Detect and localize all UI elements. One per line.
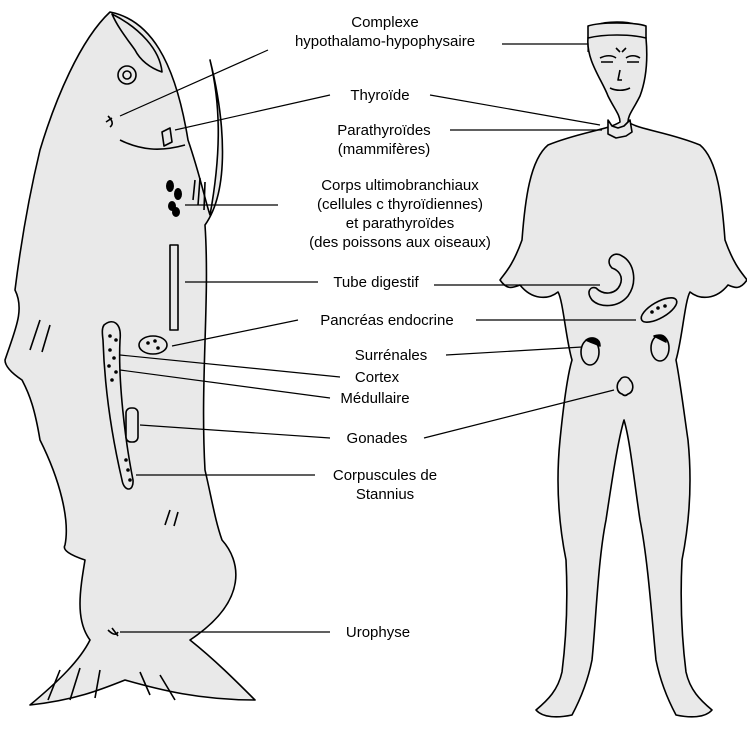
label-gonads: Gonades	[330, 429, 424, 448]
label-hypothalamus: Complexe hypothalamo-hypophysaire	[268, 13, 502, 51]
label-line: (mammifères)	[318, 140, 450, 159]
label-line: Pancréas endocrine	[298, 311, 476, 330]
label-line: Urophyse	[330, 623, 426, 642]
fish-pancreas	[139, 336, 167, 354]
leader-thyroid-human	[430, 95, 600, 125]
label-cortex: Cortex	[340, 368, 414, 387]
leader-adrenal	[446, 347, 582, 355]
human-figure	[500, 22, 747, 717]
fish-body	[5, 12, 255, 705]
fish-digestive-tube	[170, 245, 178, 330]
label-adrenals: Surrénales	[336, 346, 446, 365]
label-line: Parathyroïdes	[318, 121, 450, 140]
label-line: hypothalamo-hypophysaire	[268, 32, 502, 51]
label-line: Corps ultimobranchiaux	[278, 176, 522, 195]
human-gonads	[617, 377, 633, 396]
human-hair	[588, 23, 646, 38]
fish-thyroid-mark	[162, 128, 172, 146]
label-parathyroid-mammals: Parathyroïdes (mammifères)	[318, 121, 450, 159]
label-line: Corpuscules de	[315, 466, 455, 485]
label-line: Médullaire	[330, 389, 420, 408]
fish-gonad	[126, 408, 138, 442]
label-line: (cellules c thyroïdiennes)	[278, 195, 522, 214]
label-thyroid: Thyroïde	[330, 86, 430, 105]
label-line: Complexe	[268, 13, 502, 32]
label-line: (des poissons aux oiseaux)	[278, 233, 522, 252]
label-ultimobranchial: Corps ultimobranchiaux (cellules c thyro…	[278, 176, 522, 252]
label-medulla: Médullaire	[330, 389, 420, 408]
label-line: Cortex	[340, 368, 414, 387]
label-line: Surrénales	[336, 346, 446, 365]
label-line: Tube digestif	[318, 273, 434, 292]
label-line: et parathyroïdes	[278, 214, 522, 233]
fish-figure	[5, 12, 255, 705]
label-line: Gonades	[330, 429, 424, 448]
label-line: Stannius	[315, 485, 455, 504]
label-digestive: Tube digestif	[318, 273, 434, 292]
label-line: Thyroïde	[330, 86, 430, 105]
leader-thyroid-fish	[175, 95, 330, 130]
label-urophysis: Urophyse	[330, 623, 426, 642]
leader-hypothalamus-right	[502, 44, 588, 52]
fish-eye-inner	[123, 71, 131, 79]
label-pancreas: Pancréas endocrine	[298, 311, 476, 330]
label-stannius: Corpuscules de Stannius	[315, 466, 455, 504]
